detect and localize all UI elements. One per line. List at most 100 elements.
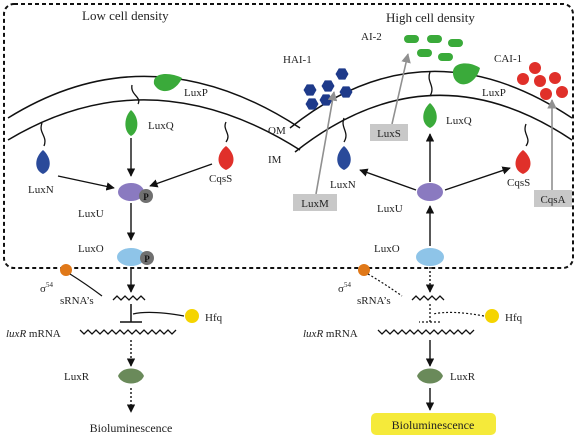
right-cqsa-label: CqsA [540,194,565,206]
left-luxp-label: LuxP [184,87,208,99]
right-luxm-label: LuxM [301,198,329,210]
right-output-label: Bioluminescence [392,418,475,432]
right-luxr-protein [417,368,443,384]
left-luxu-phosphate-label: P [143,192,149,202]
right-luxm-box [293,194,337,211]
left-luxu-phosphate [139,189,153,203]
right-arrow-luxu-cqss [444,166,511,191]
left-luxu-protein [118,183,144,201]
left-luxn-label: LuxN [28,184,54,196]
left-luxn-protein [36,150,50,174]
hai1-molecule [339,86,353,98]
right-srna-label: sRNA’s [357,295,391,307]
right-sigma54-factor [358,264,370,276]
right-sigma54-label: σ54 [338,281,351,295]
right-srna-wave [411,295,445,301]
left-cqss-tether [224,121,229,143]
right-luxs-label: LuxS [377,128,401,140]
left-luxq-tether [131,84,140,105]
cai1-molecule [517,73,529,85]
right-arrow-luxs-ai2 [391,53,411,125]
left-luxu-label: LuxU [78,208,104,220]
left-luxo-label: LuxO [78,243,104,255]
left-srna-repression [120,304,142,323]
cai1-molecule [534,75,546,87]
right-luxq-label: LuxQ [446,115,472,127]
ai2-molecule [448,39,463,47]
right-panel: High cell density OM IM HAI-1 AI-2 CAI-1 [268,10,573,435]
left-luxp-protein [153,74,182,92]
right-cqss-tether [524,123,529,147]
left-luxq-label: LuxQ [148,120,174,132]
left-hfq-label: Hfq [205,312,223,324]
left-sigma54-label: σ54 [40,281,53,295]
left-cqss-protein [218,146,234,170]
cai1-molecule [549,72,561,84]
left-inner-membrane [7,99,301,151]
left-panel: Low cell density LuxP LuxQ LuxN CqsS P L… [6,8,301,435]
left-luxr-mrna-wave [79,329,177,335]
right-luxp-protein [452,63,480,85]
hai1-molecule [305,98,319,110]
left-luxq-protein [125,110,138,136]
left-luxn-tether [40,122,46,147]
ai2-molecule [404,35,419,43]
right-luxq-protein [423,103,437,128]
left-luxr-label: LuxR [64,371,90,383]
right-im-label: IM [268,154,282,166]
right-sigma-connector [367,273,403,297]
ai2-molecule [417,49,432,57]
hai1-molecule [321,80,335,92]
right-luxp-label: LuxP [482,87,506,99]
right-luxs-box [370,124,408,141]
right-hfq-label: Hfq [505,312,523,324]
right-luxn-protein [337,146,351,170]
left-sigma54-factor [60,264,72,276]
ai2-molecule [427,35,442,43]
left-hfq-protein [185,309,199,323]
right-ai2-molecules [404,35,463,61]
right-heading: High cell density [386,10,475,25]
right-output-highlight [371,413,496,435]
right-luxn-label: LuxN [330,179,356,191]
right-ai2-label: AI-2 [361,31,382,43]
left-heading: Low cell density [82,8,169,23]
left-outer-membrane [7,75,301,129]
right-cqss-protein [515,150,531,174]
right-hai1-label: HAI-1 [283,54,312,66]
right-luxu-label: LuxU [377,203,403,215]
left-luxo-phosphate [140,251,154,265]
right-luxn-tether [342,117,347,143]
left-arrow-cqss-luxu [149,163,213,188]
right-arrow-luxu-luxn [359,168,417,191]
left-luxo-phosphate-label: P [144,254,150,264]
left-mrna-label: luxR mRNA [6,328,61,340]
left-sigma-connector [69,273,103,297]
right-cqsa-box [534,190,572,207]
right-srna-repression [419,304,441,323]
hai1-molecule [303,84,317,96]
right-cqss-label: CqsS [507,177,530,189]
hai1-molecule [319,94,333,106]
right-mrna-label: luxR mRNA [303,328,358,340]
right-hfq-connector [432,311,485,317]
right-om-label: OM [268,125,286,137]
right-luxo-protein [416,248,444,266]
cai1-molecule [540,88,552,100]
left-cqss-label: CqsS [209,173,232,185]
left-srna-label: sRNA’s [60,295,94,307]
left-srna-wave [112,295,146,301]
right-luxo-label: LuxO [374,243,400,255]
right-luxr-label: LuxR [450,371,476,383]
right-cai1-molecules [517,62,568,100]
left-arrow-luxn-luxu [57,175,115,191]
right-hai1-molecules [303,68,353,110]
ai2-molecule [438,53,453,61]
right-inner-membrane [294,94,573,153]
right-hfq-protein [485,309,499,323]
right-luxu-protein [417,183,443,201]
right-luxr-mrna-wave [377,329,475,335]
left-output-label: Bioluminescence [90,421,173,435]
left-luxr-protein [118,368,144,384]
